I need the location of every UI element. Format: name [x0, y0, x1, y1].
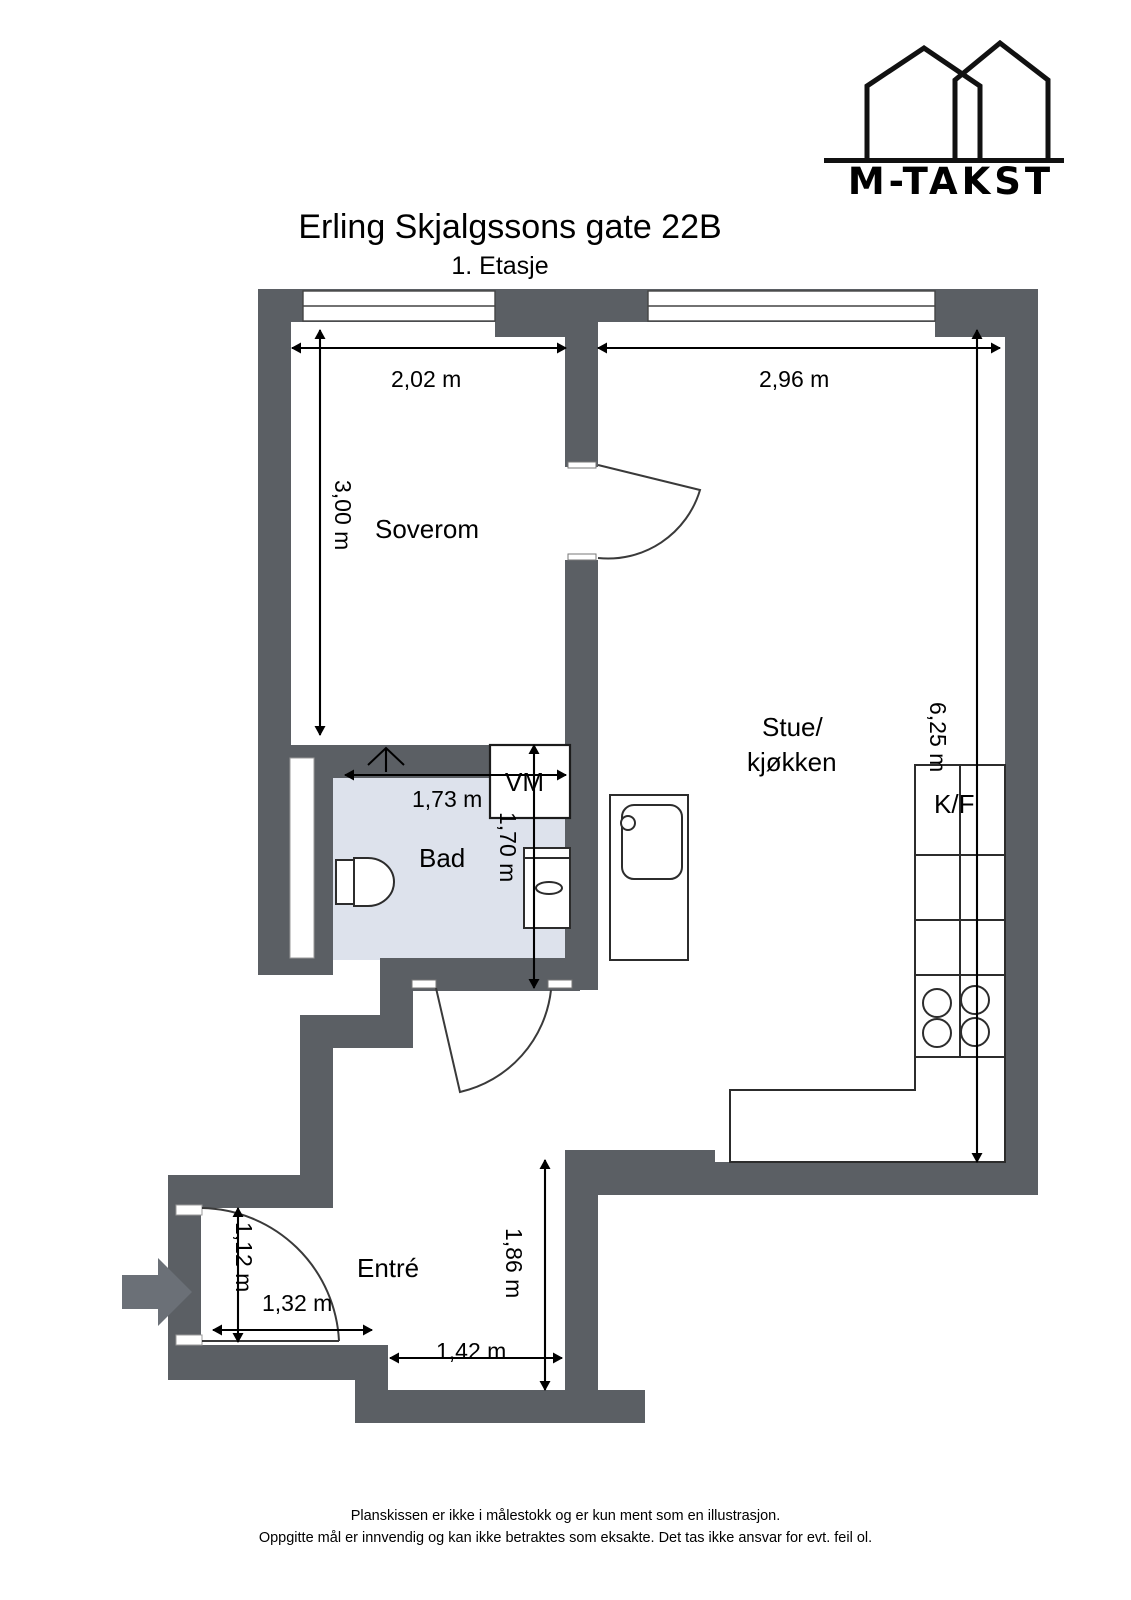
dimension-label-bath-depth: 1,70 m [495, 812, 521, 883]
door-bathroom [411, 979, 573, 1094]
dimension-label-living-depth: 6,25 m [925, 702, 951, 773]
dimension-lines [212, 329, 1001, 1391]
page-title: Erling Skjalgssons gate 22B [298, 208, 722, 246]
windows [302, 290, 936, 322]
door-entry [201, 1207, 340, 1342]
page-subtitle: 1. Etasje [451, 252, 549, 280]
dimension-label-bedroom-width: 2,02 m [391, 366, 462, 392]
dimension-label-entry-door-width: 1,32 m [262, 1290, 333, 1316]
dimension-label-bedroom-depth: 3,00 m [330, 480, 356, 551]
dimension-label-entry-door-depth: 1,12 m [231, 1222, 257, 1293]
shower-icon [523, 847, 571, 929]
footer-line-1: Planskissen er ikke i målestokk og er ku… [350, 1508, 781, 1524]
kitchen-sink-icon [609, 794, 689, 961]
dimension-label-bath-width: 1,73 m [412, 786, 483, 812]
room-label-stue-line1: Stue/ [762, 712, 823, 742]
fixture-label-vm: VM [505, 767, 544, 797]
dimension-label-entry-depth: 1,86 m [501, 1228, 527, 1299]
room-label-bad: Bad [419, 843, 466, 873]
kitchen-counter-lower [729, 1056, 1006, 1163]
room-label-entre: Entré [357, 1253, 420, 1283]
room-label-soverom: Soverom [375, 514, 480, 544]
wall-niches [175, 757, 315, 1346]
dimension-label-entry-width: 1,42 m [436, 1338, 507, 1364]
footer-disclaimer: Planskissen er ikke i målestokk og er ku… [0, 1505, 1131, 1549]
footer-line-2: Oppgitte mål er innvendig og kan ikke be… [258, 1530, 873, 1546]
toilet-icon [335, 857, 395, 907]
entrance-direction-arrow [122, 1258, 192, 1326]
logo-wordmark: M-TAKST [847, 160, 1055, 203]
door-bedroom [567, 461, 702, 561]
room-label-stue-line2: kjøkken [747, 747, 837, 777]
fixture-label-kf: K/F [934, 789, 975, 819]
m-takst-logo [820, 40, 1080, 210]
dimension-label-living-width: 2,96 m [759, 366, 830, 392]
